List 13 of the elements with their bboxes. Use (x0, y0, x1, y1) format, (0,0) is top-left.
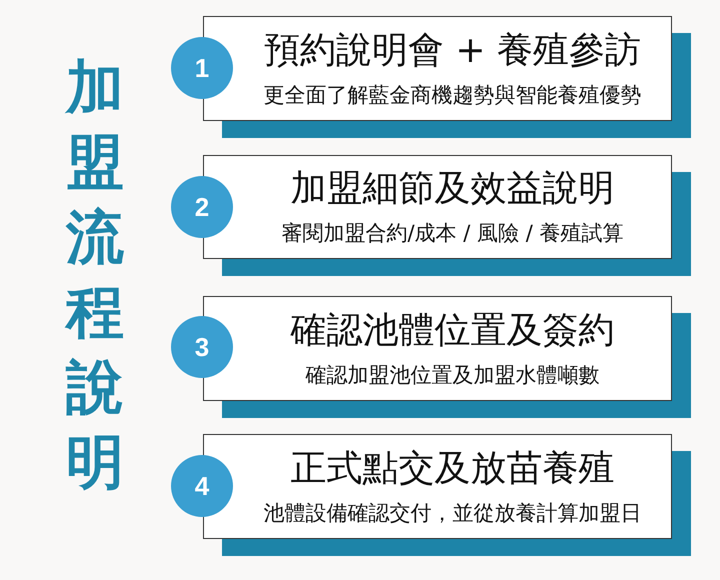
step-number-circle: 4 (171, 455, 233, 517)
step-description: 更全面了解藍金商機趨勢與智能養殖優勢 (264, 82, 642, 108)
step-heading: 預約說明會 + 養殖參訪 (264, 28, 642, 72)
step-heading: 正式點交及放苗養殖 (290, 446, 614, 490)
step-heading: 確認池體位置及簽約 (290, 308, 614, 352)
step-description: 審閱加盟合約/成本 / 風險 / 養殖試算 (282, 220, 624, 247)
step-heading: 加盟細節及效益說明 (290, 167, 614, 211)
step-number-circle: 1 (171, 37, 233, 99)
step-number-circle: 2 (171, 176, 233, 238)
step-number-circle: 3 (171, 316, 233, 378)
step-description: 池體設備確認交付，並從放養計算加盟日 (264, 500, 642, 526)
vertical-title: 加盟流程說明 (64, 52, 125, 498)
step-description: 確認加盟池位置及加盟水體噸數 (306, 362, 600, 388)
